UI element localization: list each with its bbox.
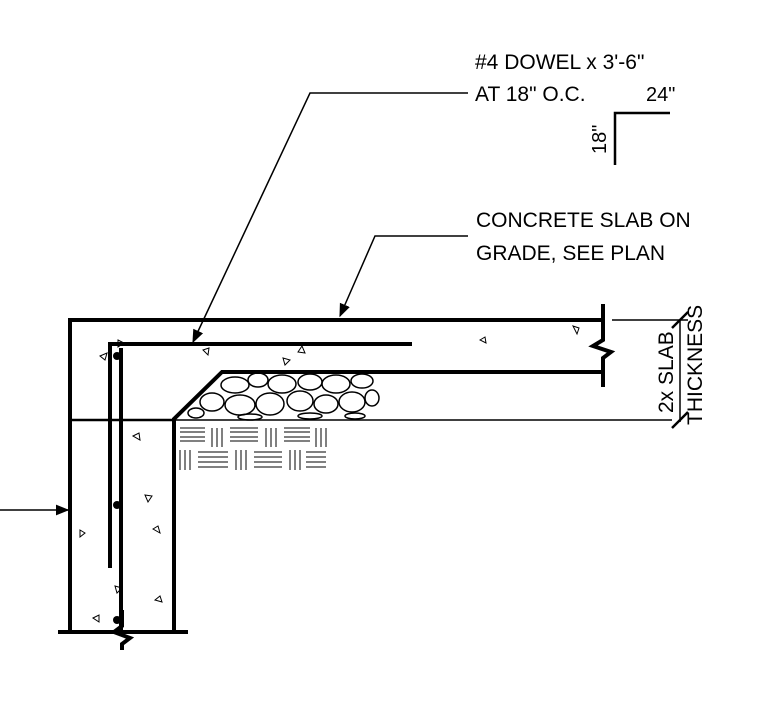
gravel-base <box>187 372 380 421</box>
dowel-note-line2: AT 18" O.C. <box>475 83 586 106</box>
bend-horizontal-length: 24" <box>646 84 675 106</box>
thickness-dimension <box>612 311 689 429</box>
dowel-note-line1: #4 DOWEL x 3'-6" <box>475 51 644 74</box>
slab-note-line1: CONCRETE SLAB ON <box>476 209 691 232</box>
slab-leader <box>339 235 468 318</box>
slab-note-line2: GRADE, SEE PLAN <box>476 242 665 265</box>
thickness-label-line1: 2x SLAB <box>655 331 678 413</box>
slab-break-line <box>588 304 616 387</box>
dowel-leader <box>192 92 468 344</box>
concrete-hatch <box>79 325 580 623</box>
bend-vertical-length: 18" <box>589 125 611 154</box>
vertical-rebar <box>113 348 123 634</box>
concrete-section-outline <box>58 318 602 634</box>
dowel-bend-detail <box>613 111 670 165</box>
compacted-soil <box>179 427 327 470</box>
thickness-label-line2: THICKNESS <box>684 305 707 425</box>
dowel-bar <box>108 342 412 568</box>
